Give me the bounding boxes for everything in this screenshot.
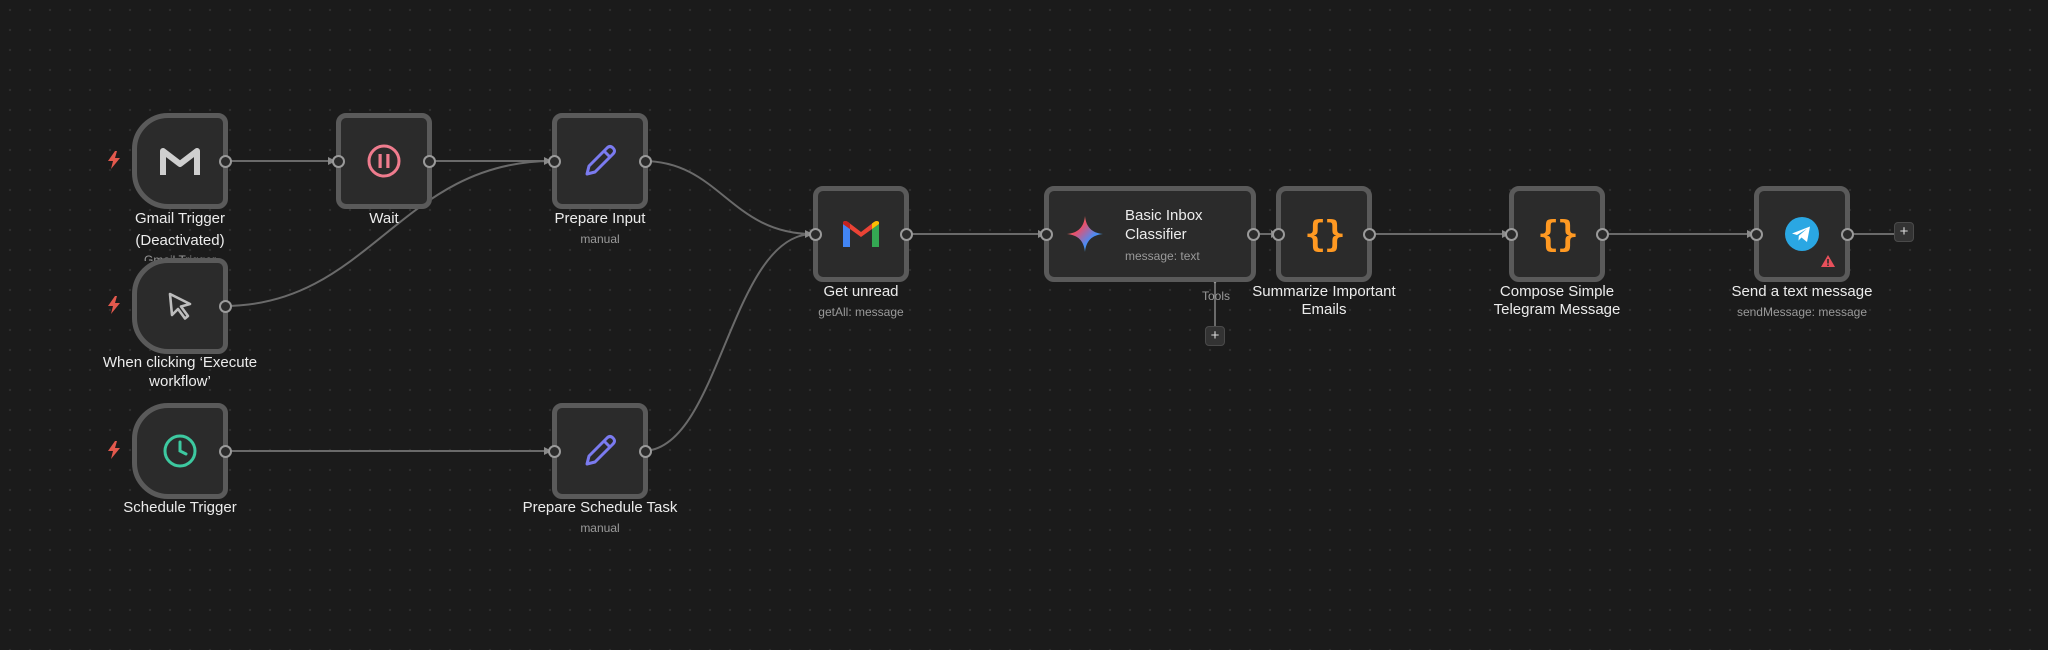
classifier-title: Basic Inbox [1125,206,1203,224]
add-tool-button[interactable]: + [1205,326,1225,346]
gmail-m-gray-icon [160,148,200,175]
gmail-trigger-node[interactable] [132,113,232,209]
gmail-icon [843,221,879,247]
edge-manual-to-prepare-input [223,160,553,307]
compose-node[interactable]: {} [1505,186,1609,282]
classifier-subtitle: message: text [1125,248,1200,263]
pause-icon [367,144,401,178]
compose-label: Compose Simple [1499,283,1615,300]
prepare-input-label: Prepare Input [554,210,646,227]
output-port[interactable] [219,299,232,313]
telegram-icon [1785,217,1819,251]
gmail-trigger-status: (Deactivated) [135,232,225,249]
get-unread-label: Get unread [823,283,899,300]
send-text-message-subtitle: sendMessage: message [1736,305,1868,319]
trigger-bolt-icon [108,441,120,459]
trigger-bolt-icon [108,151,120,169]
gemini-sparkle-icon [1067,216,1103,252]
prepare-input-node[interactable] [548,113,652,209]
prepare-schedule-node[interactable] [548,403,652,499]
classifier-title-line2: Classifier [1125,225,1187,243]
manual-trigger-label-line2: workflow’ [149,373,211,390]
send-text-message-label: Send a text message [1731,283,1873,300]
wait-node[interactable] [332,113,436,209]
input-port[interactable] [1272,227,1285,241]
input-port[interactable] [1750,227,1763,241]
manual-trigger-node[interactable] [132,258,232,354]
output-port[interactable] [639,444,652,458]
input-port[interactable] [1505,227,1518,241]
output-port[interactable] [423,154,436,168]
edge-prepare-input-to-get-unread [642,160,814,235]
output-port[interactable] [219,444,232,458]
manual-trigger-label: When clicking ‘Execute [102,354,258,371]
output-port[interactable] [1247,227,1260,241]
code-braces-icon: {} [1537,213,1578,255]
get-unread-node[interactable] [809,186,913,282]
clock-icon [163,434,197,468]
basic-inbox-classifier-node[interactable]: Basic Inbox Classifier message: text [1040,186,1260,282]
cursor-icon [168,292,192,320]
gmail-trigger-label: Gmail Trigger [134,210,226,227]
get-unread-subtitle: getAll: message [818,305,904,319]
input-port[interactable] [548,154,561,168]
input-port[interactable] [809,227,822,241]
pencil-icon [585,145,616,176]
prepare-schedule-subtitle: manual [580,521,620,535]
compose-label-line2: Telegram Message [1493,301,1621,318]
output-port[interactable] [1596,227,1609,241]
summarize-node[interactable]: {} [1272,186,1376,282]
output-port[interactable] [219,154,232,168]
warning-icon[interactable] [1820,254,1836,268]
prepare-schedule-label: Prepare Schedule Task [522,499,678,516]
summarize-label-line2: Emails [1301,301,1347,318]
send-text-message-node[interactable] [1750,186,1854,282]
input-port[interactable] [1040,227,1053,241]
input-port[interactable] [548,444,561,458]
edge-prepare-schedule-to-get-unread [642,233,814,452]
output-port[interactable] [1841,227,1854,241]
code-braces-icon: {} [1304,213,1345,255]
input-port[interactable] [332,154,345,168]
output-port[interactable] [900,227,913,241]
output-port[interactable] [639,154,652,168]
summarize-label: Summarize Important [1252,283,1396,300]
schedule-trigger-label: Schedule Trigger [123,499,237,516]
wait-label: Wait [369,210,399,227]
schedule-trigger-node[interactable] [132,403,232,499]
tools-port-label: Tools [1202,289,1231,303]
trigger-bolt-icon [108,296,120,314]
add-next-node-button[interactable]: + [1894,222,1914,242]
output-port[interactable] [1363,227,1376,241]
prepare-input-subtitle: manual [580,232,620,246]
gmail-trigger-subtitle: Gmail Trigger [143,253,217,261]
pencil-icon [585,435,616,466]
